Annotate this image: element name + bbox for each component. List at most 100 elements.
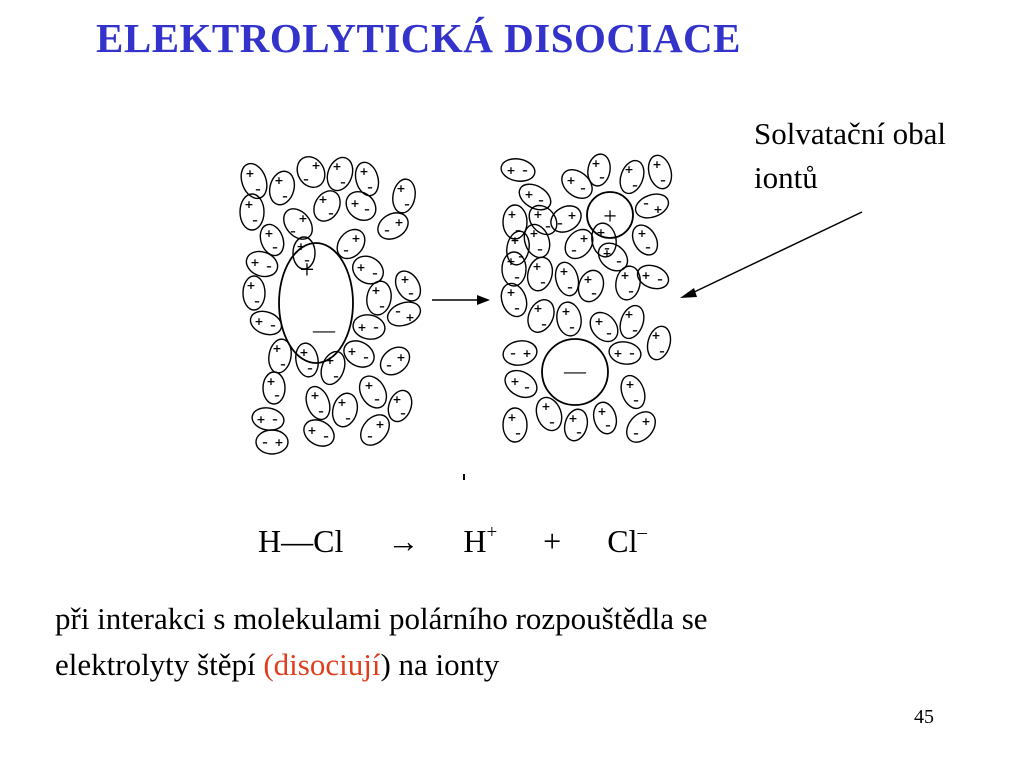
solvent-molecule-outline xyxy=(620,374,646,410)
left-solvent-molecule: +– xyxy=(268,338,292,374)
solvent-molecule-outline xyxy=(502,204,528,240)
molecule-plus-sign: + xyxy=(641,415,650,428)
solvent-molecule-outline xyxy=(351,255,385,285)
left-solvent-molecule: +– xyxy=(296,155,326,189)
left-solvent-molecule: +– xyxy=(262,371,286,405)
molecule-minus-sign: – xyxy=(304,254,310,267)
molecule-minus-sign: – xyxy=(345,412,351,425)
right-solvent-molecule: +– xyxy=(554,261,580,297)
left-solvent-molecule: +– xyxy=(313,190,341,222)
left-solvent-molecule: +– xyxy=(242,275,266,311)
molecule-minus-sign: – xyxy=(660,174,666,187)
solvent-molecule-outline xyxy=(556,301,582,337)
right-solvent-molecule: +– xyxy=(589,311,619,343)
molecule-minus-sign: – xyxy=(252,214,258,227)
molecule-plus-sign: + xyxy=(510,234,519,247)
stray-mark xyxy=(463,474,465,480)
molecule-minus-sign: – xyxy=(657,273,663,286)
left-solvent-molecule: +– xyxy=(394,270,422,302)
molecule-minus-sign: – xyxy=(384,224,390,237)
molecule-minus-sign: – xyxy=(367,181,373,194)
cation-circle xyxy=(586,191,634,239)
molecule-plus-sign: + xyxy=(624,163,633,176)
solvent-molecule-outline xyxy=(554,261,580,297)
molecule-minus-sign: – xyxy=(272,241,278,254)
molecule-plus-sign: + xyxy=(533,208,542,221)
molecule-plus-sign: + xyxy=(533,302,542,315)
right-solvent-molecule: +– xyxy=(504,369,538,399)
right-solvent-molecule: +– xyxy=(608,341,642,365)
solvent-molecule-outline xyxy=(245,250,279,278)
left-solvent-molecule: +– xyxy=(358,375,388,409)
right-solvent-molecule: +– xyxy=(528,204,558,236)
molecule-plus-sign: + xyxy=(254,315,263,328)
solvent-molecule-outline xyxy=(589,311,619,343)
left-solvent-molecule: +– xyxy=(259,223,285,257)
description-highlight: (disociují xyxy=(263,647,381,682)
description-line-2-end: ) na ionty xyxy=(380,647,500,682)
equation-arrow: → xyxy=(387,523,420,559)
molecule-minus-sign: – xyxy=(262,436,268,449)
molecule-minus-sign: – xyxy=(373,321,379,334)
molecule-plus-sign: + xyxy=(405,311,414,324)
molecule-plus-sign: + xyxy=(506,286,515,299)
molecule-plus-sign: + xyxy=(566,174,575,187)
molecule-plus-sign: + xyxy=(272,342,281,355)
left-solvent-molecule: +– xyxy=(386,301,422,327)
right-solvent-molecule: +– xyxy=(619,159,645,195)
molecule-plus-sign: + xyxy=(637,227,646,240)
molecule-plus-sign: + xyxy=(602,247,611,260)
molecule-minus-sign: – xyxy=(659,345,665,358)
right-solvent-molecule: +– xyxy=(526,256,554,292)
molecule-minus-sign: – xyxy=(580,182,586,195)
solvent-molecule-outline xyxy=(528,204,558,236)
molecule-plus-sign: + xyxy=(307,424,316,437)
molecule-minus-sign: – xyxy=(545,220,551,233)
left-solvent-molecule: +– xyxy=(377,212,409,240)
left-solvent-molecule: +– xyxy=(305,385,331,421)
solvent-molecule-outline xyxy=(647,154,673,190)
molecule-minus-sign: – xyxy=(254,295,260,308)
solvent-molecule-outline xyxy=(343,340,375,368)
molecule-plus-sign: + xyxy=(371,284,380,297)
molecule-plus-sign: + xyxy=(567,209,576,222)
molecule-plus-sign: + xyxy=(561,305,570,318)
molecule-plus-sign: + xyxy=(396,182,405,195)
molecule-minus-sign: – xyxy=(569,321,575,334)
solvent-molecule-outline xyxy=(326,156,354,192)
solvent-molecule-outline xyxy=(283,208,313,240)
molecule-plus-sign: + xyxy=(594,315,603,328)
equation-cation: H+ xyxy=(463,522,498,559)
molecule-minus-sign: – xyxy=(343,244,349,257)
molecule-minus-sign: – xyxy=(255,183,261,196)
molecule-minus-sign: – xyxy=(272,413,278,426)
molecule-minus-sign: – xyxy=(549,416,555,429)
description-line-2-start: elektrolyty štěpí xyxy=(55,647,264,682)
solvent-molecule-outline xyxy=(577,269,605,303)
molecule-minus-sign: – xyxy=(266,260,272,273)
molecule-minus-sign: – xyxy=(629,347,635,360)
molecule-minus-sign: – xyxy=(395,305,401,318)
molecule-plus-sign: + xyxy=(400,273,409,286)
solvent-molecule-outline xyxy=(268,170,296,206)
molecule-minus-sign: – xyxy=(616,255,622,268)
solvent-molecule-outline xyxy=(394,270,422,302)
molecule-minus-sign: – xyxy=(290,225,296,238)
left-solvent-molecules: +–+–+–+–+–+–+–+–+–+–+–+–+–+–+–+–+–+–+–+–… xyxy=(239,155,422,455)
solvent-molecule-outline xyxy=(345,190,377,222)
right-solvent-molecule: +– xyxy=(636,264,670,290)
left-solvent-molecule: +– xyxy=(255,429,289,455)
molecule-minus-sign: – xyxy=(604,242,610,255)
right-solvent-molecule: +– xyxy=(502,340,538,366)
left-solvent-molecule: +– xyxy=(283,208,313,240)
solvent-molecule-outline xyxy=(592,401,618,435)
molecule-minus-sign: – xyxy=(307,362,313,375)
solvent-molecule-outline xyxy=(615,265,641,301)
left-solvent-molecule: +– xyxy=(326,156,354,192)
left-solvent-molecule: +– xyxy=(366,280,392,316)
solvent-molecule-outline xyxy=(518,183,552,211)
molecule-minus-sign: – xyxy=(514,271,520,284)
equation-plus: + xyxy=(543,523,562,559)
solvent-molecule-outline xyxy=(646,325,672,361)
molecule-minus-sign: – xyxy=(599,171,605,184)
